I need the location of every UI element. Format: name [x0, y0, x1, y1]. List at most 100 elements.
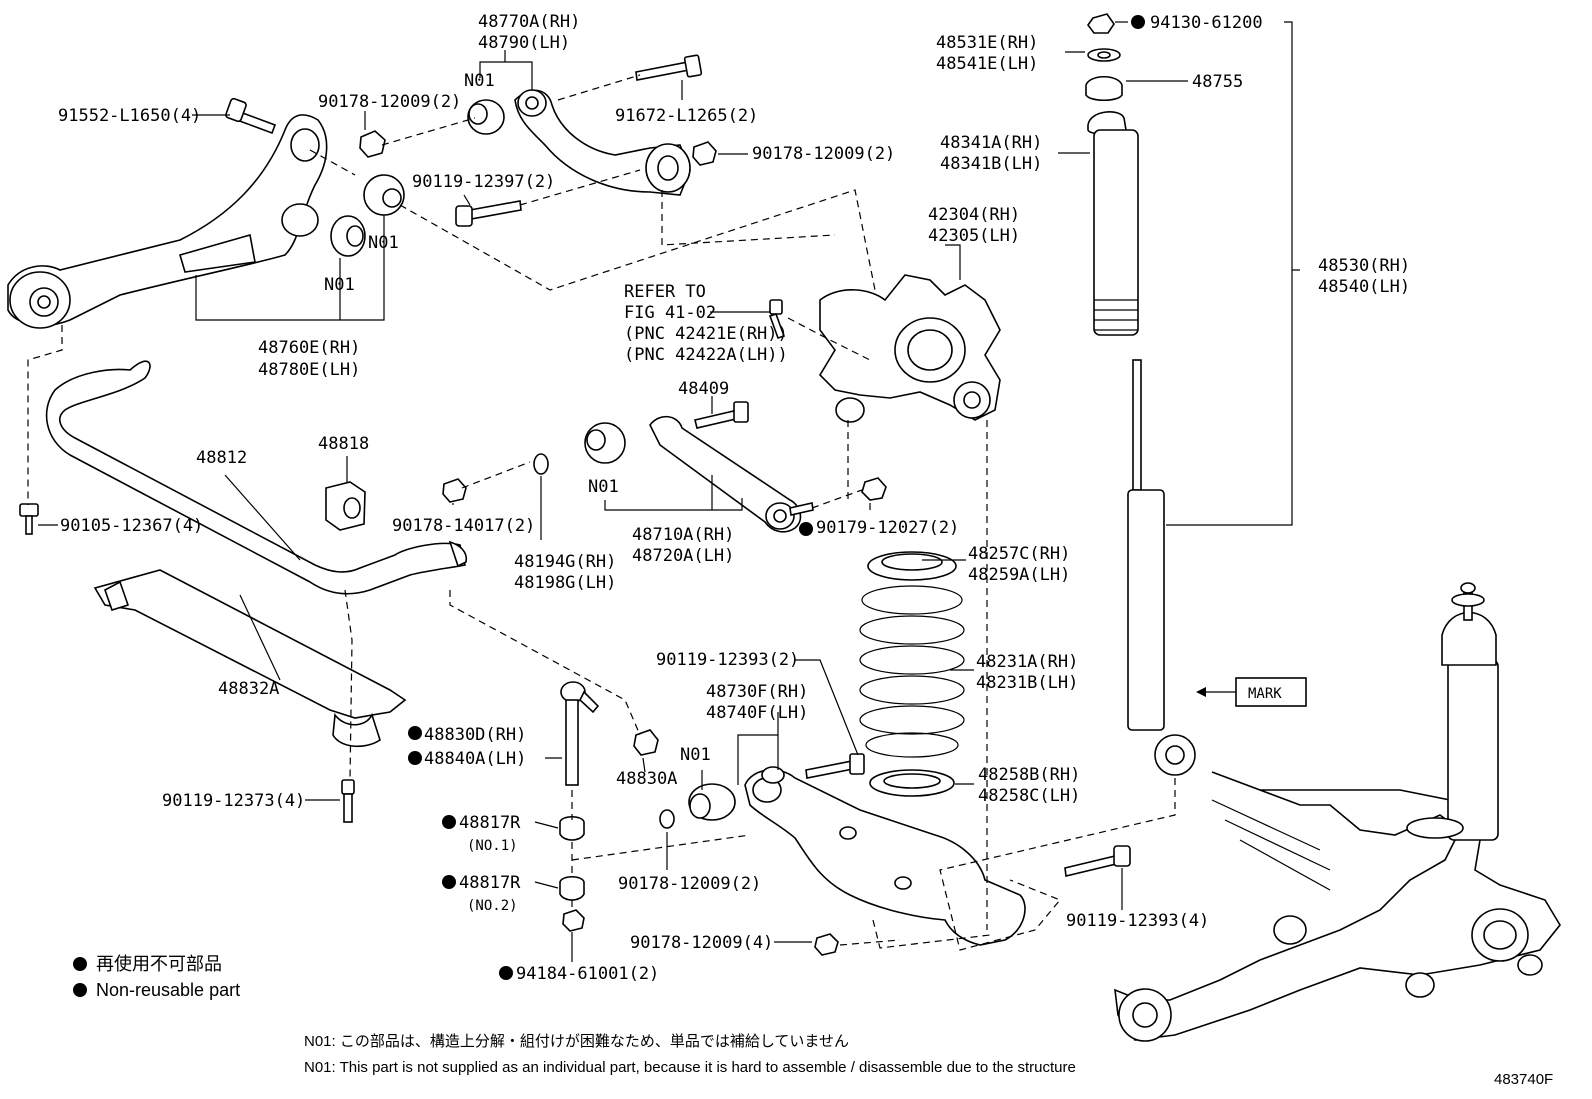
washer-48194-drawing: [533, 453, 549, 475]
bolt-refer-drawing: [768, 299, 786, 340]
nut-48830a-drawing: [633, 729, 659, 756]
label-48259a: 48259A(LH): [968, 565, 1070, 585]
label-48818: 48818: [318, 434, 369, 454]
label-48830d: 48830D(RH): [424, 725, 526, 745]
coil-spring-48231a-drawing: [859, 585, 965, 758]
trailing-arm-48760e-drawing: [7, 114, 328, 329]
label-91672-l1265: 91672-L1265(2): [615, 106, 758, 126]
label-48710a: 48710A(RH): [632, 525, 734, 545]
bolt-91552-drawing: [225, 97, 277, 135]
label-90179-12027: 90179-12027(2): [816, 518, 959, 538]
label-48258b: 48258B(RH): [978, 765, 1080, 785]
label-n01-e: N01: [680, 745, 711, 765]
label-90178-12009-e: 90178-12009(4): [630, 933, 773, 953]
label-n01-b: N01: [368, 233, 399, 253]
label-42304: 42304(RH): [928, 205, 1020, 225]
label-90178-12009-d: 90178-12009(2): [618, 874, 761, 894]
part-labels: 48770A(RH) 48790(LH) N01 90178-12009(2) …: [58, 12, 1410, 984]
bushing-48817-no2-drawing: [559, 875, 585, 901]
label-refer-1: REFER TO: [624, 282, 706, 302]
label-42305: 42305(LH): [928, 226, 1020, 246]
label-48780e: 48780E(LH): [258, 360, 360, 380]
spring-seat-48257c-drawing: [867, 551, 957, 581]
label-n01-c: N01: [324, 275, 355, 295]
non-reusable-markers: [73, 15, 1145, 997]
mark-box: [1196, 677, 1307, 707]
bushing-n01-b-drawing: [363, 174, 405, 216]
label-48720a: 48720A(LH): [632, 546, 734, 566]
label-90119-12393-b: 90119-12393(4): [1066, 911, 1209, 931]
label-90119-12373: 90119-12373(4): [162, 791, 305, 811]
label-94130-61200: 94130-61200: [1150, 13, 1263, 33]
figure-id: 483740F: [1494, 1071, 1553, 1088]
nut-90178-c-drawing: [442, 478, 467, 503]
label-48817r-1: 48817R: [459, 813, 521, 833]
assembly-lines: [27, 74, 1176, 951]
label-n01-a: N01: [464, 71, 495, 91]
nut-90178-b-drawing: [692, 141, 717, 166]
stabilizer-bar-48812-drawing: [45, 360, 468, 595]
label-90105-12367: 90105-12367(4): [60, 516, 203, 536]
label-48832a: 48832A: [218, 679, 279, 699]
label-48341a: 48341A(RH): [940, 133, 1042, 153]
bracket-48832a-drawing: [93, 569, 407, 748]
label-48194g: 48194G(RH): [514, 552, 616, 572]
shock-absorber-48530-drawing: [1085, 13, 1196, 776]
footnote: N01: この部品は、構造上分解・組付けが困難なため、単品では補給していません …: [304, 1033, 1553, 1088]
bolt-90119-12393-a-drawing: [805, 753, 865, 779]
label-refer-3: (PNC 42421E(RH)): [624, 324, 788, 344]
label-91552-l1650: 91552-L1650(4): [58, 106, 201, 126]
label-48540: 48540(LH): [1318, 277, 1410, 297]
bolt-90119-12393-b-drawing: [1064, 845, 1131, 877]
label-48817r-2: 48817R: [459, 873, 521, 893]
label-90178-12009-a: 90178-12009(2): [318, 92, 461, 112]
bushing-48817-no1-drawing: [559, 815, 585, 841]
control-arm-48710a-drawing: [649, 415, 802, 533]
nut-90178-d-drawing: [659, 809, 675, 829]
label-48531e: 48531E(RH): [936, 33, 1038, 53]
legend-text-jp: 再使用不可部品: [96, 954, 222, 974]
label-94184-61001: 94184-61001(2): [516, 964, 659, 984]
label-48840a: 48840A(LH): [424, 749, 526, 769]
bolt-90179-drawing: [789, 502, 814, 516]
bushing-48818-drawing: [325, 481, 366, 531]
legend-text-en: Non-reusable part: [96, 980, 240, 1000]
label-48231b: 48231B(LH): [976, 673, 1078, 693]
label-90119-12393-a: 90119-12393(2): [656, 650, 799, 670]
label-refer-4: (PNC 42422A(LH)): [624, 345, 788, 365]
bolt-90119-12397-drawing: [455, 200, 522, 227]
label-90178-12009-b: 90178-12009(2): [752, 144, 895, 164]
label-48530: 48530(RH): [1318, 256, 1410, 276]
nut-90179-drawing: [861, 477, 887, 501]
label-48740f: 48740F(LH): [706, 703, 808, 723]
label-48198g: 48198G(LH): [514, 573, 616, 593]
label-n01-d: N01: [588, 477, 619, 497]
label-48257c: 48257C(RH): [968, 544, 1070, 564]
label-90178-14017: 90178-14017(2): [392, 516, 535, 536]
nut-94184-drawing: [562, 909, 585, 932]
stabilizer-link-48830d-drawing: [560, 681, 600, 786]
label-48812: 48812: [196, 448, 247, 468]
bolt-90119-12373-drawing: [341, 779, 355, 823]
legend: 再使用不可部品 Non-reusable part: [96, 954, 240, 1000]
label-48755: 48755: [1192, 72, 1243, 92]
label-48258c: 48258C(LH): [978, 786, 1080, 806]
bushing-n01-a-drawing: [467, 99, 505, 135]
label-48790: 48790(LH): [478, 33, 570, 53]
label-refer-2: FIG 41-02: [624, 303, 716, 323]
label-48541e: 48541E(LH): [936, 54, 1038, 74]
bolt-48409-drawing: [694, 401, 749, 429]
label-mark: MARK: [1248, 686, 1282, 702]
assembled-view-drawing: [1114, 582, 1561, 1042]
lower-arm-48730f-drawing: [744, 766, 1026, 946]
label-48231a: 48231A(RH): [976, 652, 1078, 672]
bushing-n01-c-drawing: [330, 215, 366, 257]
knuckle-42304-drawing: [818, 274, 1001, 423]
label-no2: (NO.2): [467, 898, 518, 914]
footnote-jp: N01: この部品は、構造上分解・組付けが困難なため、単品では補給していません: [304, 1033, 849, 1050]
nut-90178-a-drawing: [359, 130, 386, 158]
label-48409: 48409: [678, 379, 729, 399]
bolt-91672-drawing: [635, 54, 703, 81]
label-48760e: 48760E(RH): [258, 338, 360, 358]
